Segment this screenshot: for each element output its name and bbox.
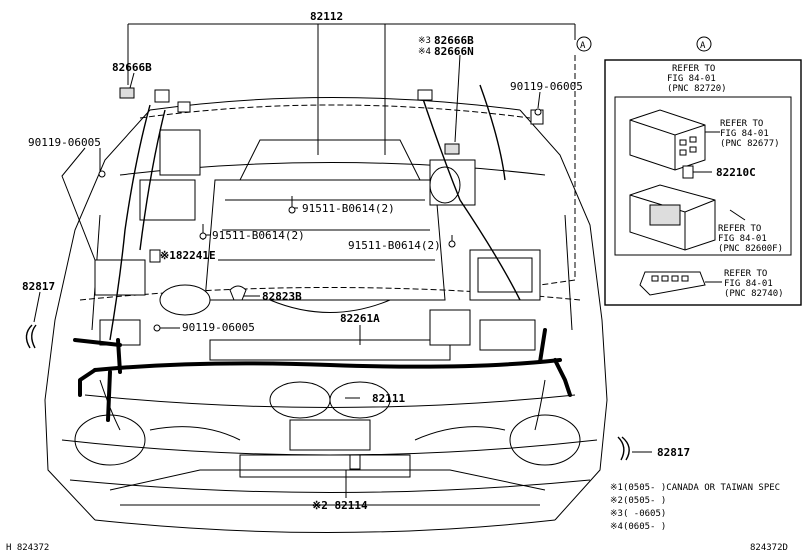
label-90119-06005-left: 90119-06005 — [28, 136, 101, 149]
label-82112: 82112 — [310, 10, 343, 23]
spec-notes: ※1(0505- )CANADA OR TAIWAN SPEC ※2(0505-… — [610, 483, 780, 532]
inset-label-82210C: 82210C — [716, 166, 756, 179]
right-components — [417, 55, 576, 351]
note-2: ※2(0505- ) — [610, 496, 666, 506]
label-91511-a: 91511-B0614(2) — [302, 202, 395, 215]
inset-refer2-line1: REFER TO — [720, 119, 763, 129]
label-82114: ※2 82114 — [312, 499, 368, 512]
note-1: ※1(0505- )CANADA OR TAIWAN SPEC — [610, 483, 780, 493]
inset-panel-a: A REFER TO FIG 84-01 (PNC 82720) REFER T… — [604, 36, 802, 306]
inset-circle-a: A — [700, 41, 706, 51]
inset-refer4-line1: REFER TO — [724, 269, 767, 279]
label-91511-b: 91511-B0614(2) — [212, 229, 305, 242]
note-3: ※3( -0605) — [610, 509, 666, 519]
grommet-82817-right — [617, 436, 652, 461]
inset-refer2-line2: FIG 84-01 — [720, 129, 769, 139]
label-mark4: ※4 — [418, 47, 431, 57]
leader-82112 — [127, 23, 576, 155]
left-components — [94, 87, 211, 346]
inset-refer1-line2: FIG 84-01 — [667, 74, 716, 84]
label-82817-left: 82817 — [22, 280, 55, 293]
inset-refer3-line2: FIG 84-01 — [718, 234, 767, 244]
inset-refer1-line1: REFER TO — [672, 64, 715, 74]
label-82666B-right: 82666B — [434, 34, 474, 47]
label-82111: 82111 — [372, 392, 405, 405]
label-82666N: 82666N — [434, 45, 474, 58]
vehicle-body-outline — [44, 97, 608, 533]
label-82817-right: 82817 — [657, 446, 690, 459]
engine-block — [204, 139, 451, 451]
label-82666B-left: 82666B — [112, 61, 152, 74]
note-4: ※4(0605- ) — [610, 522, 666, 532]
label-91511-c: 91511-B0614(2) — [348, 239, 441, 252]
main-harness-82111 — [73, 328, 572, 431]
grommet-82817-left — [25, 291, 41, 349]
footer-figure-id-right: 824372D — [750, 543, 788, 553]
footer-figure-id-left: H 824372 — [6, 543, 49, 553]
label-82241E: ※182241E — [160, 249, 216, 262]
inset-refer4-line2: FIG 84-01 — [724, 279, 773, 289]
label-82261A: 82261A — [340, 312, 380, 325]
part-labels: 82112 82666B ※3 82666B ※4 82666N A 90119… — [22, 10, 690, 512]
label-mark3: ※3 — [418, 36, 431, 46]
inset-refer3-line1: REFER TO — [718, 224, 761, 234]
label-circle-a: A — [580, 41, 586, 51]
label-90119-06005-mid: 90119-06005 — [182, 321, 255, 334]
label-82823B: 82823B — [262, 290, 302, 303]
inset-refer3-line3: (PNC 82600F) — [718, 244, 783, 254]
inset-refer4-line3: (PNC 82740) — [724, 289, 784, 299]
inset-refer2-line3: (PNC 82677) — [720, 139, 780, 149]
inset-refer1-line3: (PNC 82720) — [667, 84, 727, 94]
label-90119-06005-right: 90119-06005 — [510, 80, 583, 93]
leader-lines — [61, 54, 542, 498]
